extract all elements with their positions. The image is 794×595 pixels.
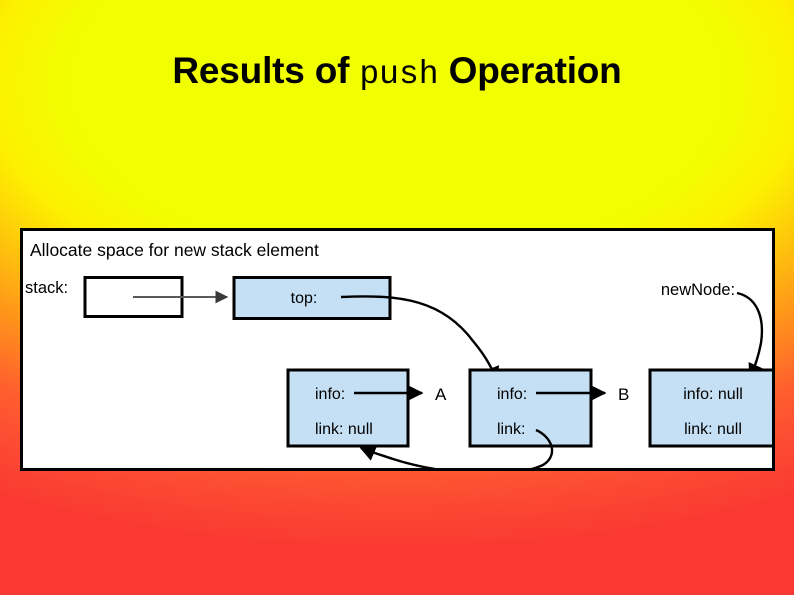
node-a-info-label: info:	[315, 386, 345, 403]
top-box	[232, 276, 392, 320]
page-title: Results of push Operation	[172, 50, 621, 93]
diagram-panel: Allocate space for new stack element sta…	[20, 228, 775, 471]
stack-label: stack:	[25, 279, 68, 297]
title-suffix: Operation	[438, 49, 622, 91]
node-b-link-to-node-a-pointer	[359, 428, 554, 468]
title-prefix: Results of	[172, 49, 360, 91]
title-keyword-push: push	[359, 55, 439, 93]
node-b-box	[468, 368, 593, 448]
slide-title-bar: Results of push Operation	[0, 40, 794, 102]
newnode-label: newNode:	[661, 281, 735, 299]
stack-push-diagram: Allocate space for new stack element sta…	[25, 240, 772, 468]
node-new-info-label: info: null	[683, 386, 743, 403]
node-b-link-label: link:	[497, 421, 525, 438]
top-label: top:	[291, 290, 318, 307]
newnode-to-new-node-pointer	[736, 291, 764, 380]
diagram-caption: Allocate space for new stack element	[30, 240, 319, 260]
node-a-box	[286, 368, 410, 448]
top-to-node-b-pointer	[340, 295, 500, 383]
node-new-link-label: link: null	[684, 421, 742, 438]
node-a-link-label: link: null	[315, 421, 373, 438]
node-a-info-value: A	[435, 385, 447, 404]
node-new-box	[648, 368, 772, 448]
node-b-info-value: B	[618, 385, 629, 404]
node-b-info-label: info:	[497, 386, 527, 403]
